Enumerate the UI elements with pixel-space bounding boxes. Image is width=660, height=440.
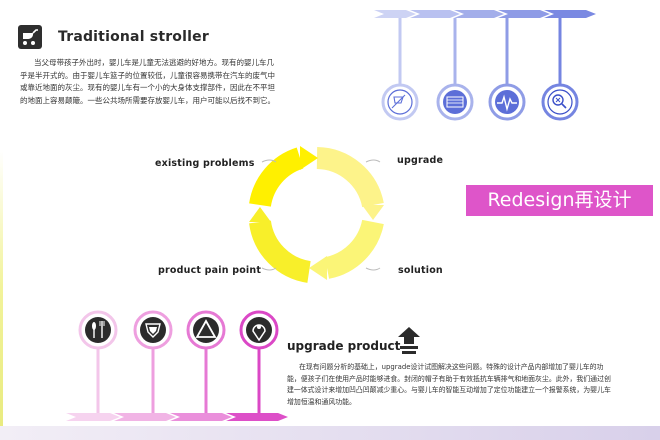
- shield-badge-icon: [133, 310, 173, 350]
- bottom-strip: [0, 426, 660, 440]
- upgrade-product-title: upgrade product: [287, 339, 401, 353]
- label-product-pain-point: product pain point: [158, 265, 262, 276]
- pulse-wave-icon: [488, 83, 526, 121]
- label-upgrade: upgrade: [397, 155, 444, 166]
- stroller-icon: [18, 25, 42, 49]
- upgrade-arrow-icon: [398, 327, 420, 354]
- spoon-fork-icon: [78, 310, 118, 350]
- bottom-chevron-band: [66, 413, 288, 421]
- keyboard-grid-icon: [436, 83, 474, 121]
- redesign-badge-bg: [466, 185, 653, 216]
- bottom-icon-stems: [96, 345, 261, 415]
- intro-paragraph: 当父母带孩子外出时，婴儿车是儿童无法逃避的好地方。现有的婴儿车几乎是半开式的。由…: [20, 58, 275, 105]
- label-solution: solution: [398, 265, 443, 276]
- page-title: Traditional stroller: [58, 29, 209, 45]
- triangle-icon: [186, 310, 226, 350]
- location-pin-icon: [239, 310, 279, 350]
- redesign-badge: Redesign再设计: [487, 189, 632, 211]
- label-existing-problems: existing problems: [155, 158, 255, 169]
- stroller-water-icon: [381, 83, 419, 121]
- left-strip: [0, 150, 3, 426]
- top-chevron-band: [374, 10, 596, 18]
- cycle-diagram: [249, 146, 384, 283]
- top-icon-stems: [398, 18, 562, 84]
- search-close-icon: [541, 83, 579, 121]
- upgrade-product-paragraph: 在现有问题分析的基础上，upgrade设计试图解决这些问题。特殊的设计产品内部增…: [287, 363, 611, 406]
